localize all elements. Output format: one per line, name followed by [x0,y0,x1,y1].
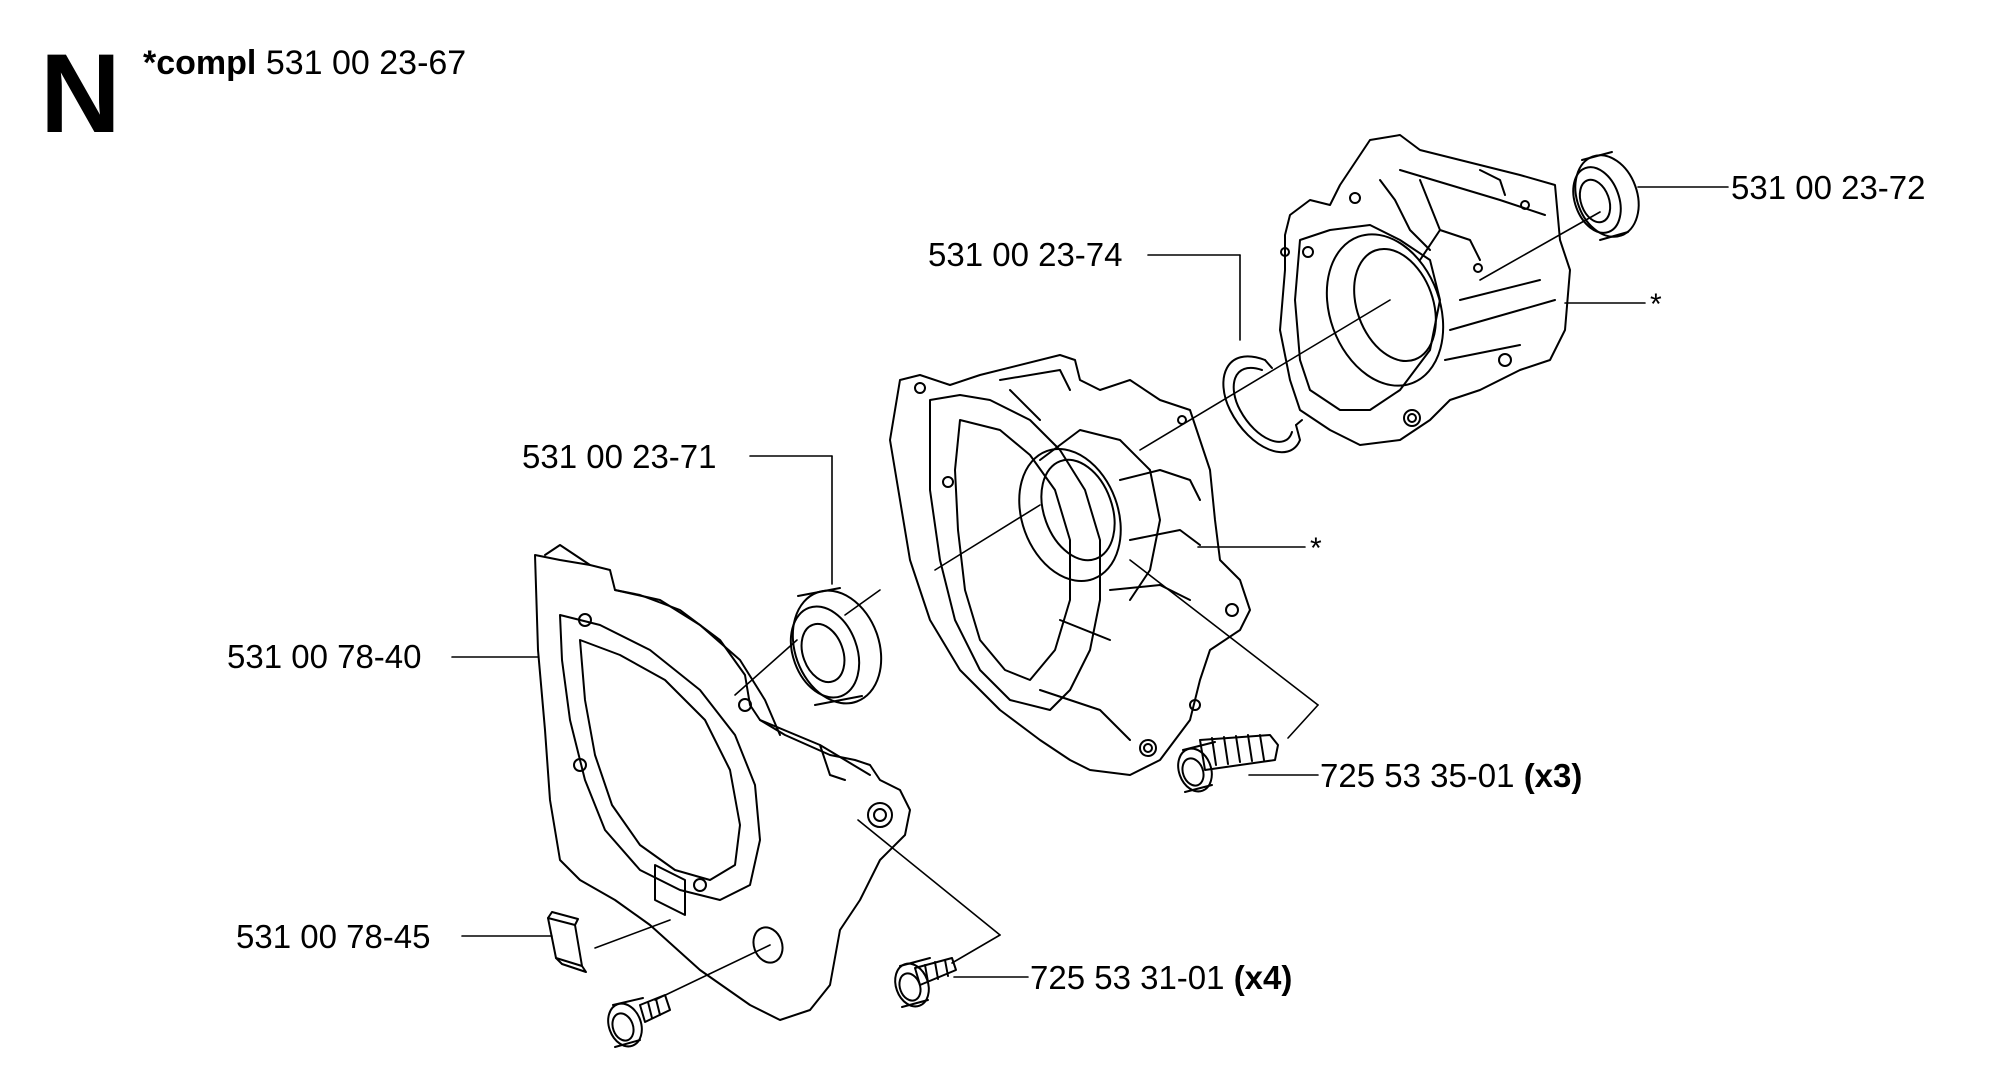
callout-screw-cover: 725 53 31-01 (x4) [1030,961,1292,994]
screw-cover [894,957,957,1008]
screw-cover-lower [607,994,671,1048]
callout-plate: 531 00 78-45 [236,918,431,955]
crankcase-right [1279,134,1571,446]
complete-assembly-label: *compl 531 00 23-67 [143,46,466,80]
cover [534,544,911,1021]
bearing-right [1572,151,1640,241]
screw-cover-number: 725 53 31-01 [1030,959,1225,996]
compl-prefix: *compl [143,44,257,82]
circlip [1222,355,1303,454]
screw-cover-qty: (x4) [1233,959,1293,996]
screw-crankcase [1177,734,1279,793]
callout-cover: 531 00 78-40 [227,638,422,675]
crankcase-left [889,354,1251,776]
screw-crankcase-number: 725 53 35-01 [1320,757,1515,794]
callout-crankcase-right-star: * [1650,288,1662,321]
plate [547,911,587,973]
callout-crankcase-left-star: * [1310,532,1322,565]
leader-lines [451,186,1729,1001]
compl-part-number: 531 00 23-67 [265,44,467,82]
callout-circlip: 531 00 23-74 [928,236,1123,273]
section-letter: N [40,31,121,156]
screw-crankcase-qty: (x3) [1523,757,1583,794]
callout-screw-crankcase: 725 53 35-01 (x3) [1320,759,1582,792]
callout-seal-left: 531 00 23-71 [522,438,717,475]
seal-left [789,587,883,706]
callout-bearing-right: 531 00 23-72 [1731,169,1926,206]
